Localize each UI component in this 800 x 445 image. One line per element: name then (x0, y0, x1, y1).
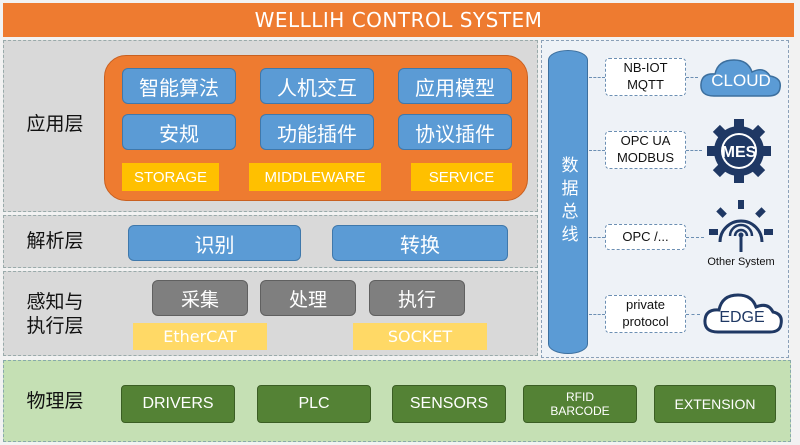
protocol-line: MODBUS (616, 150, 675, 165)
cloud-label: CLOUD (711, 71, 771, 90)
perception-label-line2: 执行层 (26, 315, 84, 337)
sensors-button[interactable]: SENSORS (392, 385, 506, 423)
antenna-gear-icon[interactable] (708, 200, 774, 258)
protocol-box-cloud: NB-IOT MQTT (605, 58, 686, 96)
connector-line (686, 314, 700, 315)
protocol-line: protocol (622, 314, 669, 329)
connector-line (589, 150, 605, 151)
data-bus: 数据总线 (548, 50, 588, 354)
edge-label: EDGE (719, 309, 764, 326)
connector-line (589, 77, 605, 78)
connector-line (686, 150, 702, 151)
title-bar: WELLLIH CONTROL SYSTEM (3, 3, 794, 37)
application-layer-label: 应用层 (26, 113, 84, 136)
physical-layer-label: 物理层 (26, 390, 84, 413)
middleware-tag: MIDDLEWARE (249, 163, 381, 191)
protocol-box-edge: private protocol (605, 295, 686, 333)
execute-button[interactable]: 执行 (369, 280, 465, 316)
connector-line (686, 237, 704, 238)
cloud-outline-icon[interactable]: EDGE (700, 288, 784, 338)
protocol-line: private (625, 297, 666, 313)
connector-line (589, 237, 605, 238)
safety-button[interactable]: 安规 (122, 114, 236, 150)
barcode-label: BARCODE (550, 404, 610, 418)
perception-layer-label: 感知与 执行层 (10, 290, 100, 340)
parsing-layer-label: 解析层 (26, 230, 84, 253)
protocol-line: NB-IOT (623, 60, 668, 76)
mes-label: MES (722, 144, 757, 161)
drivers-button[interactable]: DRIVERS (121, 385, 235, 423)
protocol-line: MQTT (627, 77, 664, 92)
storage-tag: STORAGE (122, 163, 219, 191)
ethercat-tag: EtherCAT (133, 323, 267, 350)
extension-button[interactable]: EXTENSION (654, 385, 776, 423)
cloud-icon[interactable]: CLOUD (696, 52, 784, 102)
rfid-barcode-button[interactable]: RFID BARCODE (523, 385, 637, 423)
gear-icon[interactable]: MES (704, 116, 774, 186)
connector-line (686, 77, 698, 78)
other-system-label: Other System (707, 256, 775, 268)
protocol-box-other: OPC /... (605, 224, 686, 250)
socket-tag: SOCKET (353, 323, 487, 350)
algorithm-button[interactable]: 智能算法 (122, 68, 236, 104)
hmi-button[interactable]: 人机交互 (260, 68, 374, 104)
recognize-button[interactable]: 识别 (128, 225, 301, 261)
rfid-label: RFID (566, 389, 594, 404)
perception-label-line1: 感知与 (26, 291, 84, 314)
collect-button[interactable]: 采集 (152, 280, 248, 316)
protocol-line: OPC /... (622, 228, 669, 244)
title-text: WELLLIH CONTROL SYSTEM (254, 8, 543, 32)
connector-line (589, 314, 605, 315)
convert-button[interactable]: 转换 (332, 225, 508, 261)
app-model-button[interactable]: 应用模型 (398, 68, 512, 104)
protocol-line: OPC UA (620, 133, 671, 149)
service-tag: SERVICE (411, 163, 512, 191)
function-plugin-button[interactable]: 功能插件 (260, 114, 374, 150)
protocol-plugin-button[interactable]: 协议插件 (398, 114, 512, 150)
protocol-box-mes: OPC UA MODBUS (605, 131, 686, 169)
process-button[interactable]: 处理 (260, 280, 356, 316)
plc-button[interactable]: PLC (257, 385, 371, 423)
